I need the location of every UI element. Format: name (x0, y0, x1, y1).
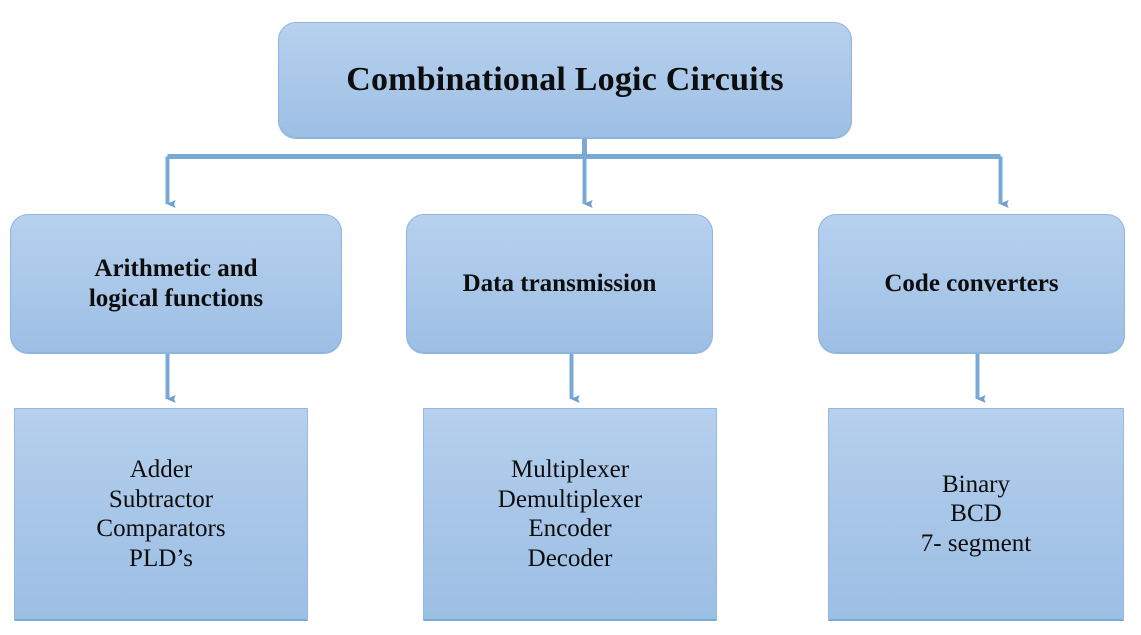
node-code-converters-items-label: Binary BCD 7- segment (920, 470, 1032, 557)
node-code-converters-label: Code converters (884, 269, 1059, 297)
node-title-label: Combinational Logic Circuits (346, 60, 784, 98)
node-combinational-logic-circuits[interactable]: Combinational Logic Circuits (278, 22, 852, 138)
node-data-transmission-label: Data transmission (462, 269, 657, 297)
node-arithmetic-items-label: Adder Subtractor Comparators PLD’s (96, 456, 226, 572)
node-data-transmission[interactable]: Data transmission (406, 214, 713, 353)
node-arithmetic-items[interactable]: Adder Subtractor Comparators PLD’s (14, 408, 308, 621)
node-arithmetic-and-logical-functions[interactable]: Arithmetic and logical functions (10, 214, 342, 353)
node-code-converters-items[interactable]: Binary BCD 7- segment (828, 408, 1124, 621)
node-code-converters[interactable]: Code converters (818, 214, 1125, 353)
node-data-transmission-items[interactable]: Multiplexer Demultiplexer Encoder Decode… (423, 408, 717, 621)
node-data-transmission-items-label: Multiplexer Demultiplexer Encoder Decode… (497, 456, 643, 572)
node-arithmetic-label: Arithmetic and logical functions (88, 255, 264, 312)
